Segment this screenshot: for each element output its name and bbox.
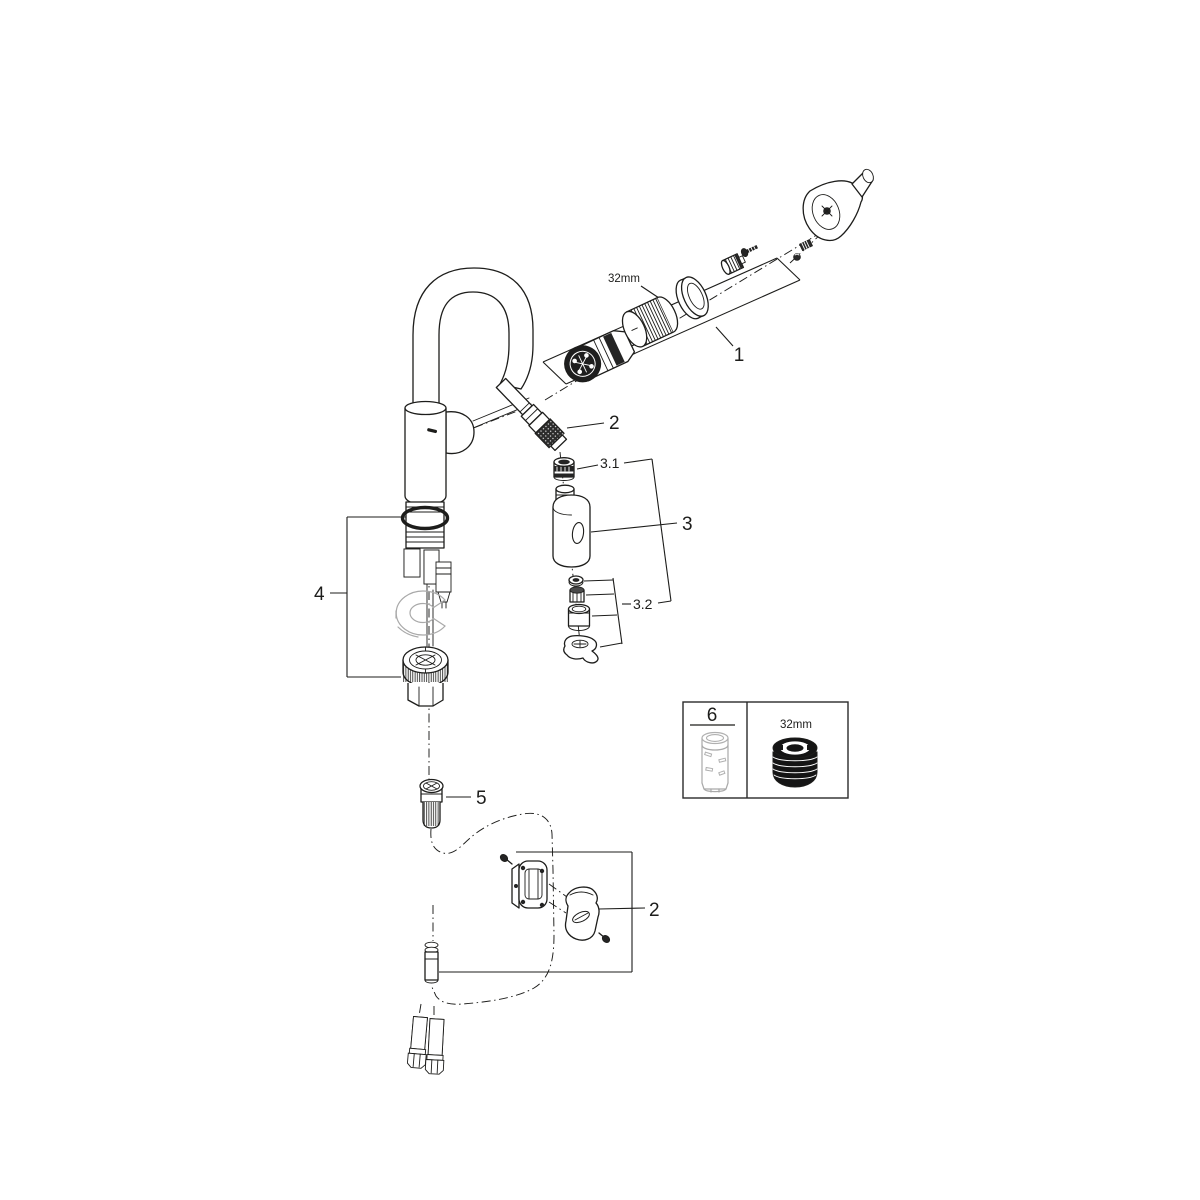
check-valve-connector xyxy=(419,778,444,829)
tool-ring-drawing xyxy=(772,737,818,788)
dimension-label-32mm: 32mm xyxy=(608,273,640,285)
callout-3-bracket xyxy=(576,458,678,648)
hose-weight-clamp xyxy=(564,886,600,941)
callout-4-label: 4 xyxy=(314,584,325,605)
callout-2-hose-leader xyxy=(566,422,605,429)
callout-6-label: 6 xyxy=(707,705,718,726)
retaining-ring-32mm xyxy=(621,296,679,348)
mounting-nut xyxy=(402,646,449,707)
service-parts-box xyxy=(682,701,849,799)
weight-screw-top xyxy=(499,854,513,865)
handle-screw xyxy=(740,244,759,257)
adapter-nut xyxy=(720,253,746,275)
supply-hose-right xyxy=(424,1018,445,1075)
hose-weight-holder xyxy=(511,860,548,909)
lever-handle xyxy=(802,168,874,242)
callout-1-label: 1 xyxy=(734,345,745,366)
spray-head-insert xyxy=(553,457,575,481)
box-dimension-label-32mm: 32mm xyxy=(780,719,812,731)
callout-3-2-label: 3.2 xyxy=(633,596,653,612)
threaded-shank xyxy=(400,501,450,549)
callout-5-label: 5 xyxy=(476,788,487,809)
callout-2-hose-label: 2 xyxy=(609,413,620,434)
faucet-body xyxy=(404,400,475,506)
callout-3-label: 3 xyxy=(682,514,693,535)
plug-cap xyxy=(793,253,801,261)
weight-screw-bottom xyxy=(598,932,611,943)
grub-screw xyxy=(799,238,813,252)
callout-2-weight-bracket xyxy=(439,851,646,973)
spray-head xyxy=(552,484,591,568)
callout-2-weight-label: 2 xyxy=(649,900,660,921)
supply-hose-left xyxy=(406,1015,428,1069)
hose-end-connector xyxy=(424,941,439,984)
horseshoe-washer xyxy=(395,590,446,638)
escutcheon-ring xyxy=(675,276,709,320)
pullout-hose-path xyxy=(430,812,555,1005)
callout-3-1-label: 3.1 xyxy=(600,455,620,471)
mousseur-parts xyxy=(563,575,599,664)
connection-hoses-under-body xyxy=(403,548,452,647)
service-tool-drawing xyxy=(701,731,729,793)
callout-4-bracket xyxy=(330,516,406,678)
o-ring xyxy=(400,505,450,531)
hose-coupling xyxy=(495,377,568,452)
